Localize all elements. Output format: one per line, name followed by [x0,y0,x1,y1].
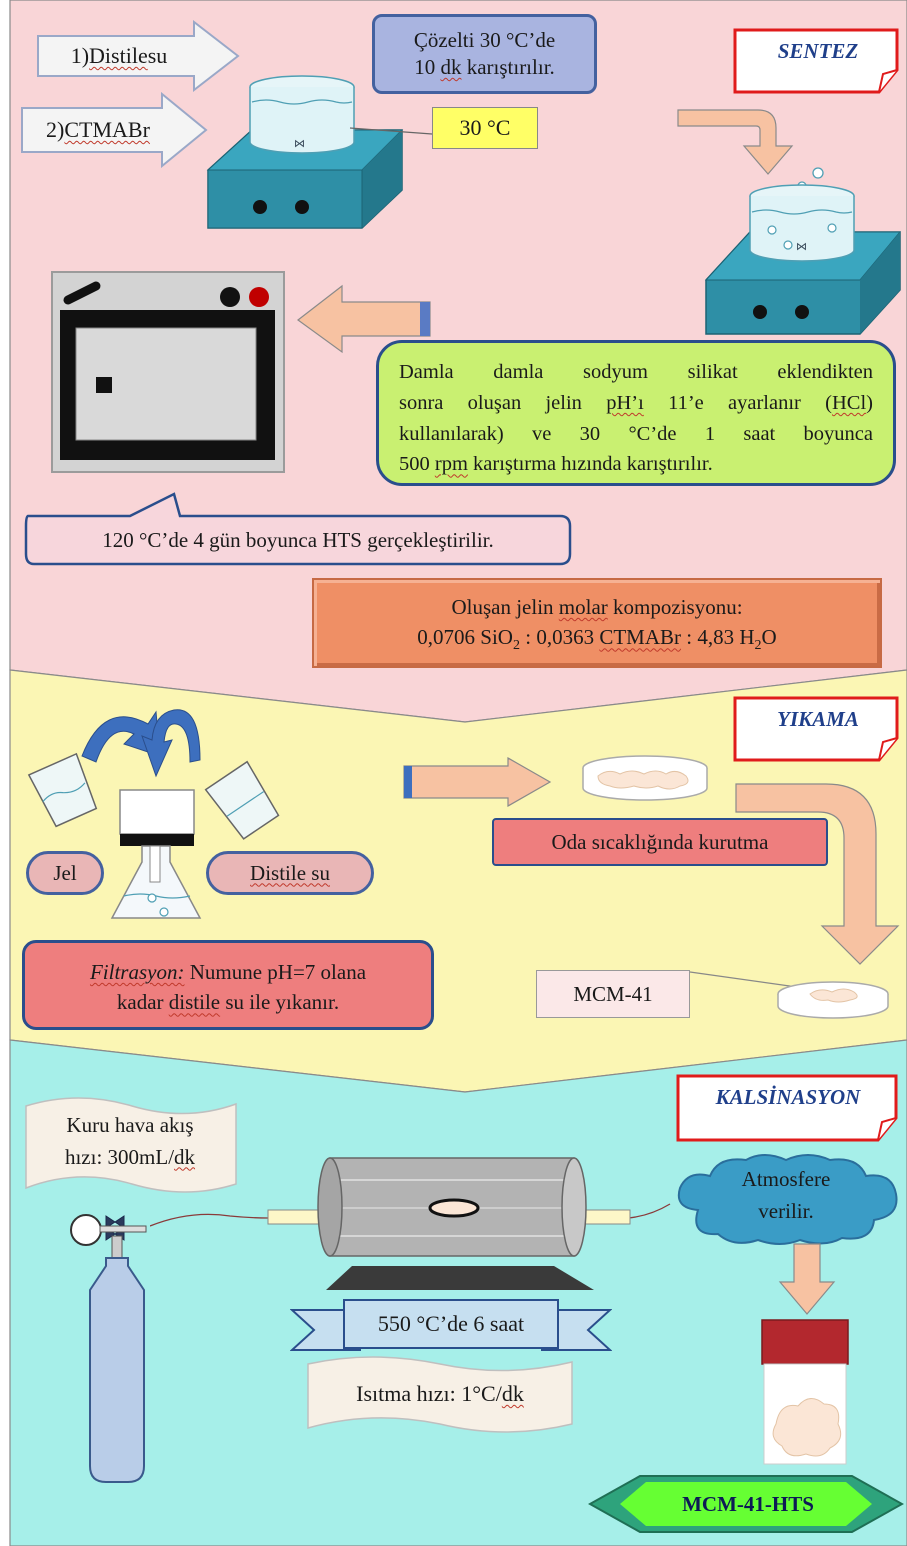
input-ctmabr: 2)CTMABr [46,117,150,142]
final-product-shape [588,1475,904,1533]
calcination-banner: 550 °C’de 6 saat [377,1311,525,1336]
autoclave-oven [51,271,285,473]
temperature-label: 30 °C [432,107,538,149]
distile-su-label: Distile su [206,851,374,895]
arrow-down-cloud [778,1243,836,1315]
ribbon-banner-shape [290,1299,612,1351]
atmosphere-note: Atmosfere verilir. [741,1167,831,1223]
yikama-tag: YIKAMA [777,706,859,731]
stir-note: Çözelti 30 °C’de 10 dk karıştırılır. [372,14,597,94]
airflow-note: Kuru hava akış hızı: 300mL/dk [64,1113,196,1169]
gas-cylinder [70,1214,147,1483]
svg-text:⋈: ⋈ [796,240,807,253]
bent-arrow-sentez [677,109,794,175]
final-product: MCM-41-HTS [682,1491,814,1516]
arrow-to-oven [296,284,431,354]
sentez-tag-shape [733,28,899,94]
drying-label: Oda sıcaklığında kurutma [492,818,828,866]
filtration-apparatus [27,709,280,919]
product-jar [761,1319,849,1465]
input-arrow-2 [21,92,208,168]
filtration-note: Filtrasyon: Numune pH=7 olana kadar dist… [22,940,434,1030]
heating-note: Isıtma hızı: 1°C/dk [356,1381,524,1406]
magnetic-stirrer-2: ⋈ [704,167,902,335]
airflow-scroll-shape [25,1097,237,1193]
hts-note: 120 °C’de 4 gün boyunca HTS gerçekleştir… [102,527,494,552]
hts-callout-shape [24,492,572,566]
mcm41-label: MCM-41 [536,970,690,1018]
petri-dish-drying [582,755,708,801]
jel-label: Jel [26,851,104,895]
tube-furnace [150,1157,671,1290]
petri-dish-product [689,971,889,1019]
kalsinasyon-tag-shape [676,1074,898,1142]
input-distile-su: 1) Distile su [70,43,168,68]
heating-scroll-shape [307,1356,573,1433]
atmosphere-cloud [677,1154,898,1245]
svg-text:⋈: ⋈ [294,137,305,150]
kalsinasyon-tag: KALSİNASYON [715,1084,861,1109]
yikama-tag-shape [733,696,899,762]
magnetic-stirrer-1: ⋈ [206,75,433,229]
bent-arrow-yikama [735,783,900,965]
arrow-to-drying [403,756,552,808]
sentez-tag: SENTEZ [777,38,859,63]
gel-note: Damla damla sodyum silikat eklendikten s… [376,340,896,486]
input-arrow-1 [37,20,240,92]
composition-box: Oluşan jelin molar kompozisyonu: 0,0706 … [312,578,882,668]
